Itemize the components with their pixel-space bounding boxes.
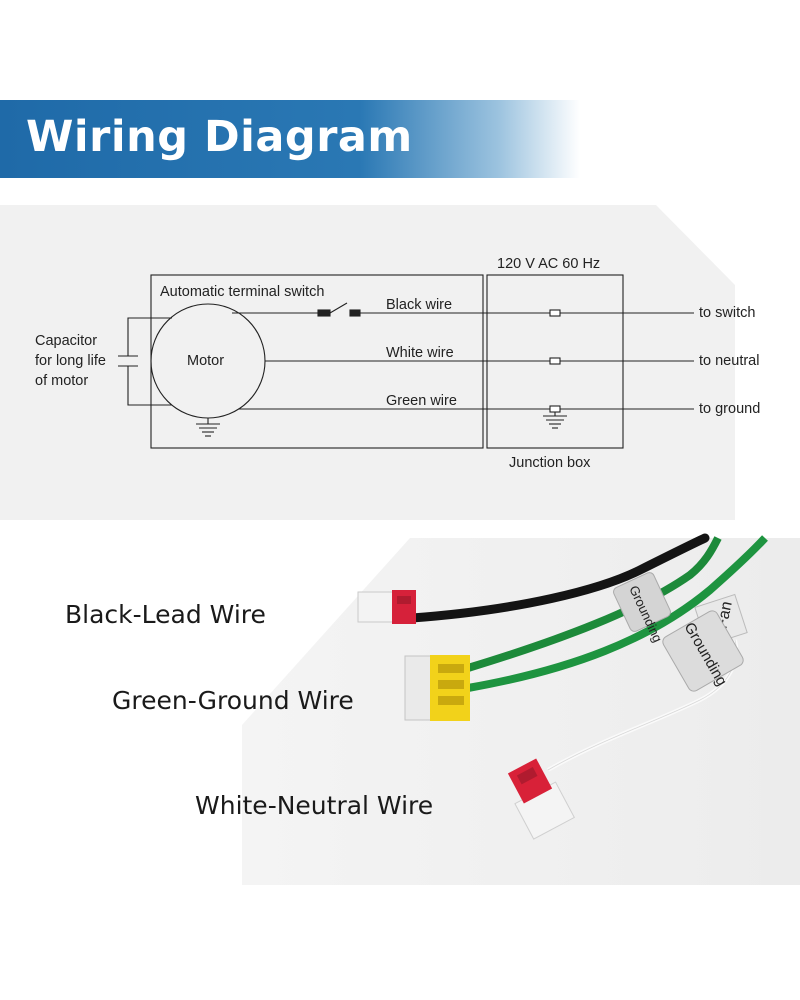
capacitor-label-line-2: for long life xyxy=(35,353,106,369)
white-wire-label: White wire xyxy=(386,345,454,361)
junction-box-label: Junction box xyxy=(509,455,591,471)
switch-label: Automatic terminal switch xyxy=(160,284,324,300)
black-wire-terminal xyxy=(549,309,561,317)
junction-ground-icon xyxy=(543,412,567,429)
black-lead-wire-label: Black-Lead Wire xyxy=(65,600,266,629)
green-wire-label: Green wire xyxy=(386,393,457,409)
wire-tag-grounding-2: Grounding xyxy=(613,572,671,645)
motor-ground-icon xyxy=(196,418,220,437)
to-switch-label: to switch xyxy=(699,305,755,321)
switch-contact-left xyxy=(317,309,331,317)
switch-blade xyxy=(329,302,348,314)
supply-label: 120 V AC 60 Hz xyxy=(497,256,600,272)
white-wire-terminal xyxy=(549,357,561,365)
wire-photo: Fan Grounding Grounding xyxy=(357,533,768,840)
to-neutral-label: to neutral xyxy=(699,353,759,369)
green-wire-terminal xyxy=(549,405,561,413)
wire-tag-grounding-1: Grounding xyxy=(662,610,744,692)
capacitor-lead-top xyxy=(127,317,172,356)
schematic xyxy=(118,274,694,449)
red-lever-connector-black xyxy=(357,590,416,624)
capacitor-lead-bottom xyxy=(127,366,172,406)
capacitor-label-line-1: Capacitor xyxy=(35,333,97,349)
green-ground-wire-label: Green-Ground Wire xyxy=(112,686,354,715)
motor-label: Motor xyxy=(187,353,224,369)
black-wire xyxy=(407,533,710,623)
capacitor-label-line-3: of motor xyxy=(35,373,88,389)
page-title: Wiring Diagram xyxy=(26,112,413,162)
header-banner xyxy=(0,100,580,178)
to-ground-label: to ground xyxy=(699,401,760,417)
yellow-lever-connector xyxy=(404,655,470,721)
red-lever-connector-white xyxy=(507,758,575,840)
black-wire-label: Black wire xyxy=(386,297,452,313)
switch-contact-right xyxy=(349,309,361,317)
green-wire-lower xyxy=(467,535,768,692)
white-neutral-wire-label: White-Neutral Wire xyxy=(195,791,434,820)
diagram-panel-background xyxy=(0,205,735,520)
